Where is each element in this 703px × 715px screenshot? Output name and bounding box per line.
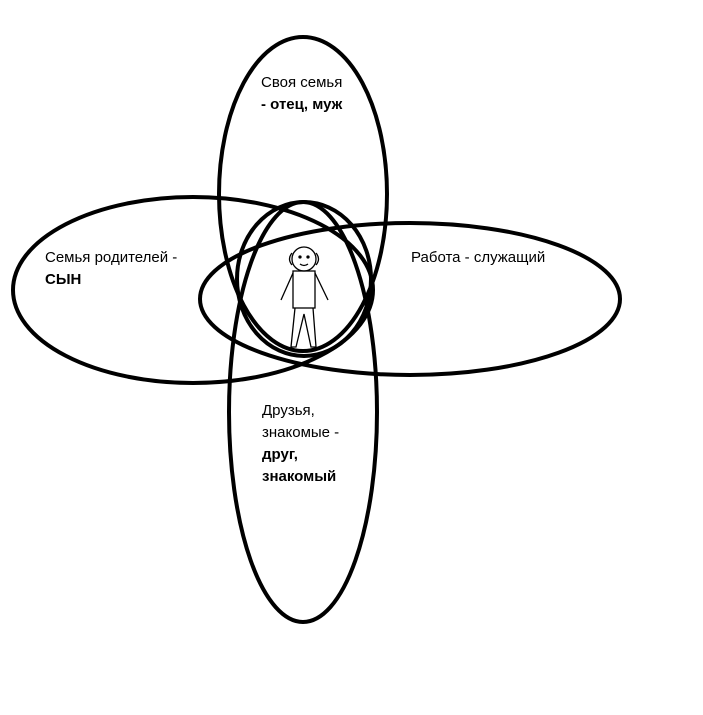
- friends-role-line2: знакомый: [262, 468, 337, 485]
- parents-family-label: Семья родителей - СЫН: [45, 247, 177, 291]
- own-family-ellipse: [217, 35, 389, 353]
- friends-name-line2: знакомые -: [262, 424, 340, 441]
- own-family-name: Своя семья: [261, 74, 343, 91]
- parents-family-ellipse: [11, 195, 375, 385]
- parents-family-role: СЫН: [45, 271, 82, 288]
- work-label: Работа - служащий: [411, 247, 545, 269]
- work-ellipse: [198, 221, 622, 377]
- friends-name-line1: Друзья,: [262, 402, 315, 419]
- own-family-role: - отец, муж: [261, 96, 343, 113]
- person-icon: [280, 246, 329, 348]
- own-family-label: Своя семья - отец, муж: [261, 72, 342, 116]
- core-ellipse: [235, 200, 373, 358]
- work-name: Работа - служащий: [411, 249, 546, 266]
- friends-role-line1: друг,: [262, 446, 298, 463]
- parents-family-name: Семья родителей -: [45, 249, 178, 266]
- friends-label: Друзья, знакомые - друг, знакомый: [262, 400, 339, 488]
